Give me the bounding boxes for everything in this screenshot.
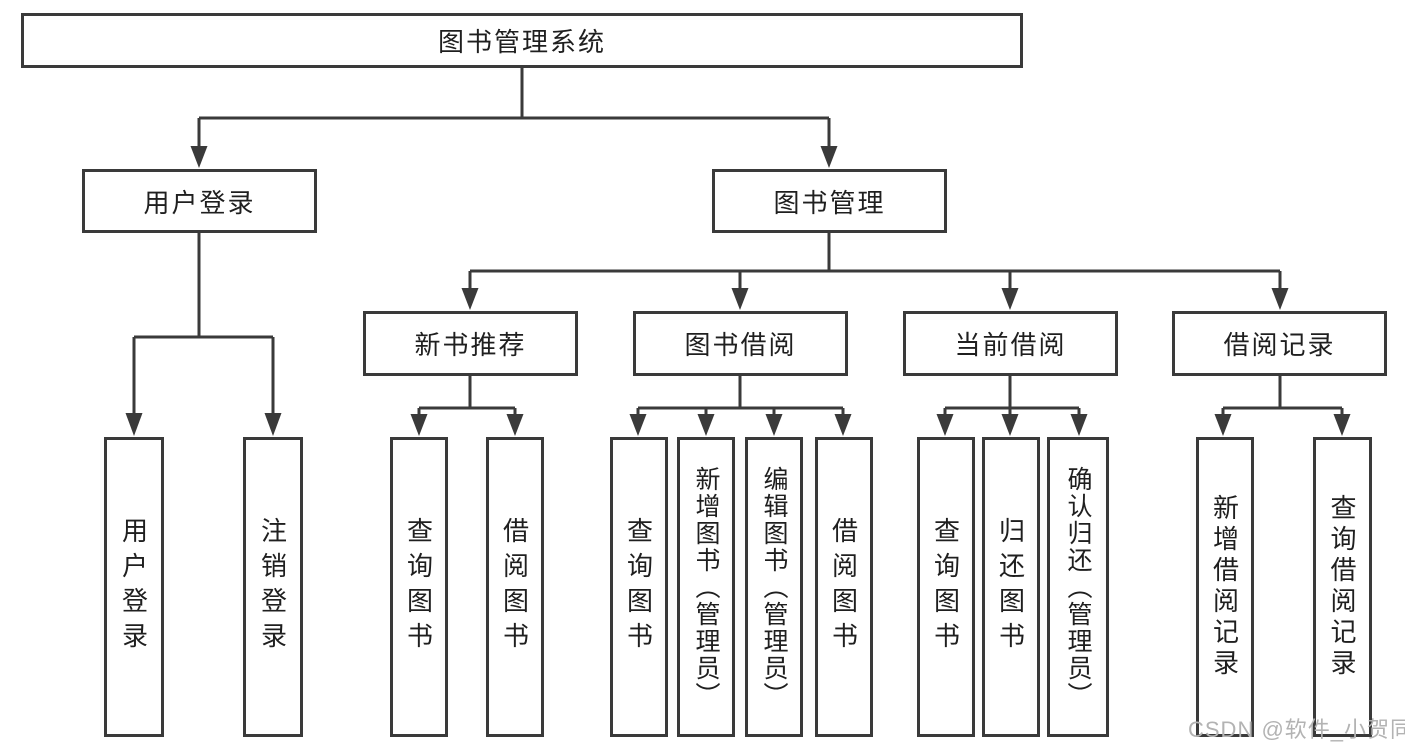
node-label: 编辑图书（管理员）	[760, 465, 788, 709]
node-label: 图书管理系统	[437, 27, 606, 57]
node-new-book-recommend: 新书推荐	[363, 311, 578, 376]
leaf-logout: 注销登录	[243, 437, 303, 737]
node-label: 新增借阅记录	[1209, 494, 1240, 680]
node-label: 查询借阅记录	[1327, 494, 1357, 680]
connector-book-mgmt	[468, 231, 1282, 292]
node-label: 借阅图书	[499, 517, 530, 657]
node-label: 图书借阅	[684, 330, 797, 360]
connector-user-login	[132, 231, 275, 418]
node-current-borrowing: 当前借阅	[903, 311, 1118, 376]
node-label: 新书推荐	[414, 330, 527, 360]
node-label: 当前借阅	[954, 330, 1067, 360]
leaf-add-books-admin: 新增图书（管理员）	[677, 437, 735, 737]
leaf-return-books: 归还图书	[982, 437, 1040, 737]
arrowheads	[125, 146, 1351, 436]
node-label: 查询图书	[403, 517, 434, 657]
node-label: 用户登录	[118, 517, 149, 657]
node-book-borrowing: 图书借阅	[633, 311, 848, 376]
leaf-borrow-books-2: 借阅图书	[815, 437, 873, 737]
leaf-query-borrow-record: 查询借阅记录	[1313, 437, 1372, 737]
leaf-add-borrow-record: 新增借阅记录	[1196, 437, 1254, 737]
connector-root	[197, 66, 831, 150]
leaf-query-books-2: 查询图书	[610, 437, 668, 737]
node-label: 借阅记录	[1223, 330, 1336, 360]
node-label: 确认归还（管理员）	[1064, 465, 1092, 709]
leaf-query-books-3: 查询图书	[917, 437, 975, 737]
node-label: 注销登录	[257, 517, 288, 657]
node-label: 用户登录	[143, 187, 256, 218]
connector-borrowing	[636, 374, 845, 418]
leaf-edit-books-admin: 编辑图书（管理员）	[745, 437, 803, 737]
node-book-management-module: 图书管理	[712, 169, 947, 233]
node-label: 查询图书	[930, 517, 961, 657]
leaf-query-books-1: 查询图书	[390, 437, 448, 737]
connector-current	[943, 374, 1081, 418]
node-label: 查询图书	[623, 517, 654, 657]
leaf-borrow-books-1: 借阅图书	[486, 437, 544, 737]
node-label: 归还图书	[995, 517, 1026, 657]
node-root-system: 图书管理系统	[21, 13, 1023, 68]
node-label: 借阅图书	[828, 517, 859, 657]
leaf-user-login: 用户登录	[104, 437, 164, 737]
leaf-confirm-return-admin: 确认归还（管理员）	[1047, 437, 1109, 737]
csdn-watermark: CSDN @软件_小贺同学	[1188, 717, 1405, 742]
node-label: 图书管理	[773, 187, 886, 218]
connector-new-books	[417, 374, 517, 418]
node-borrowing-records: 借阅记录	[1172, 311, 1387, 376]
node-label: 新增图书（管理员）	[692, 465, 720, 709]
node-user-login-module: 用户登录	[82, 169, 317, 233]
connector-records	[1221, 374, 1344, 418]
